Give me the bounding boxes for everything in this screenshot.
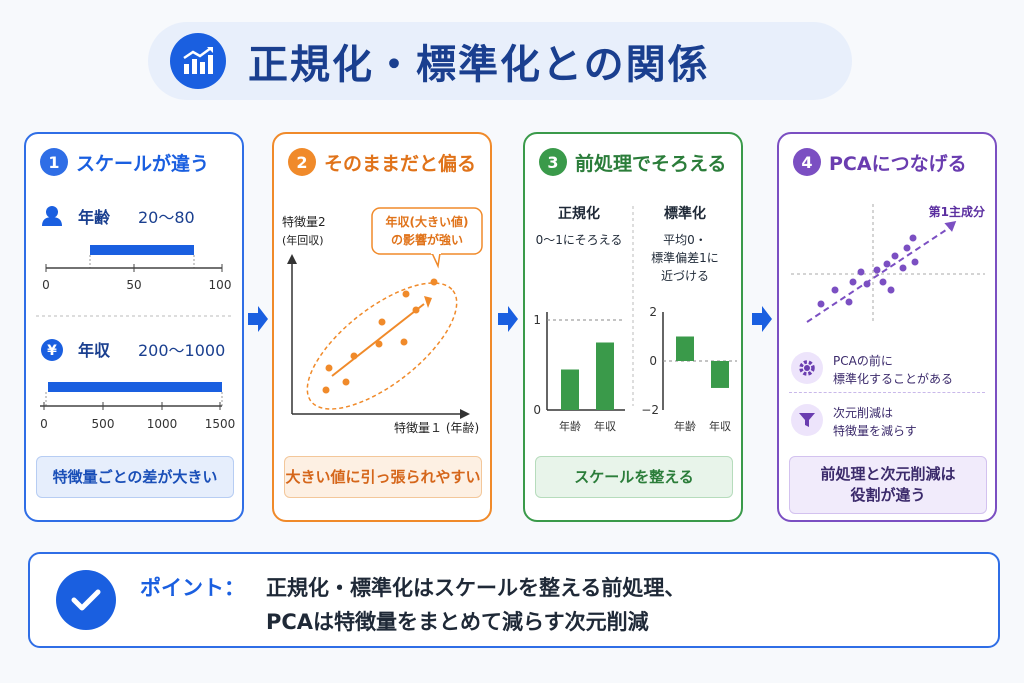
income-range: 200～1000 (138, 341, 225, 360)
panel-footer: スケールを整える (535, 456, 733, 498)
income-tick: 500 (92, 417, 115, 431)
panel-pca: 4 PCAにつなげる 第1主成分 PCAの前に 標準化することがある 次元削減は… (777, 132, 997, 522)
step-number: 2 (288, 148, 316, 176)
panel-footer: 大きい値に引っ張られやすい (284, 456, 482, 498)
std-desc: 近づける (661, 269, 709, 283)
income-tick: 0 (40, 417, 48, 431)
svg-text:¥: ¥ (47, 343, 57, 359)
std-tick: 0 (649, 354, 657, 368)
y-axis-label: (年回収) (282, 233, 324, 247)
step-number: 4 (793, 148, 821, 176)
norm-bar-0 (561, 369, 579, 410)
std-desc: 平均0・ (663, 233, 707, 247)
yen-icon: ¥ (41, 339, 63, 361)
title-banner: 正規化・標準化との関係 (148, 22, 852, 100)
gear-icon (791, 352, 823, 384)
norm-category: 年収 (594, 419, 616, 433)
note-text: 特徴量を減らす (833, 424, 917, 438)
point-label: ポイント： (140, 576, 245, 600)
principal-component-arrow (806, 227, 950, 323)
norm-tick: 0 (533, 403, 541, 417)
norm-tick: 1 (533, 313, 541, 327)
key-point-box: ポイント： 正規化・標準化はスケールを整える前処理、 PCAは特徴量をまとめて減… (28, 552, 1000, 648)
data-points (322, 278, 438, 394)
check-icon (56, 570, 116, 630)
income-tick: 1000 (147, 417, 178, 431)
note-text: 次元削減は (833, 406, 894, 420)
filter-icon (791, 404, 823, 436)
callout-text: の影響が強い (391, 232, 463, 247)
age-tick: 100 (209, 278, 232, 292)
callout-text: 年収(大きい値) (386, 214, 469, 229)
trend-arrow (331, 303, 425, 377)
income-tick: 1500 (205, 417, 236, 431)
panel-title: そのままだと偏る (324, 152, 477, 175)
pc-label: 第1主成分 (929, 204, 985, 219)
norm-title: 正規化 (558, 205, 600, 222)
footer-text: 前処理と次元削減は (820, 465, 956, 483)
point-text: 正規化・標準化はスケールを整える前処理、 (266, 576, 686, 600)
panel-heading: 4 PCAにつなげる (793, 148, 967, 176)
panel-heading: 3 前処理でそろえる (539, 148, 726, 176)
std-tick: −2 (641, 403, 659, 417)
spread-ellipse (306, 282, 458, 410)
panel-footer: 特徴量ごとの差が大きい (36, 456, 234, 498)
std-title: 標準化 (664, 205, 706, 222)
panel-title: スケールが違う (76, 152, 210, 175)
panel-title: PCAにつなげる (829, 152, 967, 175)
note-text: 標準化することがある (833, 372, 954, 386)
normalization-standardization-charts: 正規化 0～1にそろえる 標準化 平均0・ 標準偏差1に 近づける 1 0 年齢… (533, 205, 737, 433)
age-range: 20～80 (138, 208, 195, 227)
step-number: 3 (539, 148, 567, 176)
y-axis-label: 特徴量2 (282, 214, 326, 229)
std-bar-0 (676, 336, 694, 361)
age-label: 年齢 (78, 208, 111, 227)
panel-preprocessing: 3 前処理でそろえる 正規化 0～1にそろえる 標準化 平均0・ 標準偏差1に … (523, 132, 743, 522)
panel-heading: 2 そのままだと偏る (288, 148, 476, 176)
std-category: 年収 (709, 419, 731, 433)
panel-bias: 2 そのままだと偏る 特徴量2 (年回収) 年収(大きい値) の影響が強い 特徴… (272, 132, 492, 522)
panel-title: 前処理でそろえる (575, 152, 727, 175)
person-icon (42, 206, 62, 226)
callout-box (371, 207, 483, 255)
std-category: 年齢 (674, 419, 696, 433)
age-tick: 50 (126, 278, 141, 292)
pca-scatter-plot: 第1主成分 (791, 204, 985, 323)
step-number: 1 (40, 148, 68, 176)
point-text: PCAは特徴量をまとめて減らす次元削減 (266, 610, 649, 634)
arrow-right-icon (498, 306, 518, 332)
panel-scale-difference: 1 スケールが違う 年齢 20～80 0 50 100 ¥ 年収 200～100… (24, 132, 244, 522)
panel-heading: 1 スケールが違う (40, 148, 209, 176)
note-text: PCAの前に (833, 354, 893, 368)
footer-text: 役割が違う (850, 486, 926, 504)
data-points (817, 234, 919, 308)
scale-comparison-graphic: 年齢 20～80 0 50 100 ¥ 年収 200～1000 0 500 10… (36, 206, 236, 431)
income-label: 年収 (78, 341, 111, 360)
panel-footer: 前処理と次元削減は 役割が違う (789, 456, 987, 514)
page-title: 正規化・標準化との関係 (248, 42, 710, 88)
age-tick: 0 (42, 278, 50, 292)
arrow-right-icon (752, 306, 772, 332)
income-range-bar (48, 382, 222, 392)
x-axis-label: 特徴量１ (年齢) (394, 420, 479, 435)
chart-growth-icon (170, 33, 226, 89)
std-bar-1 (711, 361, 729, 388)
arrow-right-icon (248, 306, 268, 332)
note-standardize: PCAの前に 標準化することがある (833, 352, 953, 388)
divider (789, 392, 985, 393)
note-reduce: 次元削減は 特徴量を減らす (833, 404, 917, 440)
norm-desc: 0～1にそろえる (536, 233, 623, 247)
norm-category: 年齢 (559, 419, 581, 433)
biased-scatter-plot: 特徴量2 (年回収) 年収(大きい値) の影響が強い 特徴量１ (年齢) (282, 207, 483, 435)
norm-bar-1 (596, 342, 614, 410)
age-range-bar (90, 245, 194, 255)
std-desc: 標準偏差1に (651, 250, 719, 265)
std-tick: 2 (649, 305, 657, 319)
